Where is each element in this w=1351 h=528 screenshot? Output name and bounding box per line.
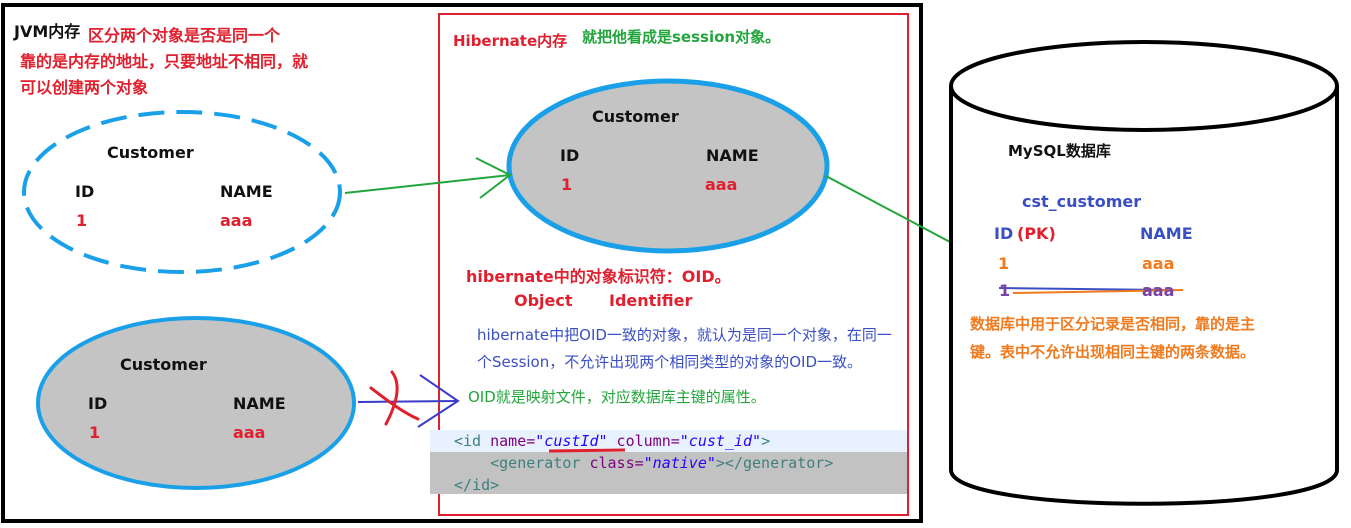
- custid-underline: [548, 448, 626, 453]
- oid-desc-line1: hibernate中把OID一致的对象，就认为是同一个对象，在同一: [477, 326, 892, 344]
- code-line-1: <id name="custId" column="cust_id">: [430, 430, 907, 452]
- jvm-memory-frame: [1, 3, 923, 523]
- oid-word-identifier: Identifier: [609, 291, 693, 310]
- code-value-custid: "custId": [535, 432, 608, 450]
- hibernate-object-col-name: NAME: [706, 146, 759, 165]
- oid-mapping-note: OID就是映射文件，对应数据库主键的属性。: [468, 388, 766, 406]
- code-line1-bg: [430, 430, 907, 452]
- object2-col-name: NAME: [233, 394, 286, 413]
- hibernate-object-val-name: aaa: [705, 175, 738, 194]
- code-value-native: "native": [643, 454, 716, 472]
- object1-col-name: NAME: [220, 182, 273, 201]
- code-id-close-bracket: >: [761, 432, 771, 450]
- code-generator-open: <generator: [454, 454, 590, 472]
- code-id-open: <id: [454, 432, 491, 450]
- jvm-object-solid-ellipse: [36, 316, 356, 490]
- table-row2-name: aaa: [1142, 281, 1175, 300]
- hibernate-object-val-id: 1: [561, 175, 573, 194]
- jvm-note-line2: 靠的是内存的地址，只要地址不相同，就: [20, 52, 309, 71]
- hibernate-memory-frame: [438, 13, 909, 516]
- table-row1-name: aaa: [1142, 254, 1175, 273]
- code-line-2: <generator class="native"></generator>: [430, 452, 907, 474]
- table-col-id: ID: [994, 224, 1014, 243]
- object1-entity: Customer: [107, 143, 194, 162]
- hibernate-object-ellipse: [506, 78, 830, 254]
- database-note-line2: 键。表中不允许出现相同主键的两条数据。: [970, 343, 1256, 361]
- hibernate-session-note: 就把他看成是session对象。: [582, 28, 781, 46]
- code-attr-class: class=: [589, 454, 644, 472]
- duplicate-row-strike-orange: [1012, 289, 1184, 294]
- duplicate-row-strike-blue: [998, 287, 1171, 291]
- database-cylinder: [949, 40, 1339, 506]
- table-row2-id: 1: [999, 281, 1011, 300]
- object1-col-id: ID: [75, 182, 95, 201]
- object2-col-id: ID: [88, 394, 108, 413]
- database-note-line1: 数据库中用于区分记录是否相同，靠的是主: [970, 315, 1256, 333]
- jvm-note-line1: 区分两个对象是否是同一个: [88, 26, 281, 45]
- jvm-note-line3: 可以创建两个对象: [20, 78, 149, 97]
- code-attr-column: column=: [607, 432, 680, 450]
- table-row1-id: 1: [998, 254, 1010, 273]
- object2-val-name: aaa: [233, 423, 266, 442]
- green-arrow-to-session: [344, 157, 512, 199]
- hibernate-object-col-id: ID: [560, 146, 580, 165]
- blocked-blue-arrow: [357, 374, 460, 428]
- code-value-cust-id: "cust_id": [679, 432, 762, 450]
- database-title: MySQL数据库: [1008, 142, 1111, 160]
- table-col-name: NAME: [1140, 224, 1193, 243]
- hibernate-title: Hibernate内存: [453, 32, 568, 50]
- object1-val-id: 1: [76, 211, 88, 230]
- code-lines-bg: [430, 452, 907, 494]
- hibernate-object-entity: Customer: [592, 107, 679, 126]
- red-cross-mark: [369, 370, 420, 426]
- oid-word-object: Object: [514, 291, 573, 310]
- table-name: cst_customer: [1022, 192, 1142, 211]
- code-generator-close: ></generator>: [715, 454, 834, 472]
- table-col-pk: (PK): [1017, 224, 1056, 243]
- oid-heading: hibernate中的对象标识符：OID。: [466, 267, 731, 286]
- code-line-3: </id>: [454, 476, 500, 494]
- mapping-code-snippet: <id name="custId" column="cust_id"> <gen…: [430, 430, 907, 494]
- object2-entity: Customer: [120, 355, 207, 374]
- object1-val-name: aaa: [220, 211, 253, 230]
- jvm-title: JVM内存: [14, 22, 81, 41]
- code-attr-name: name=: [490, 432, 536, 450]
- oid-desc-line2: 个Session，不允许出现两个相同类型的对象的OID一致。: [477, 353, 863, 371]
- object2-val-id: 1: [89, 423, 101, 442]
- jvm-object-dashed-ellipse: [22, 110, 342, 274]
